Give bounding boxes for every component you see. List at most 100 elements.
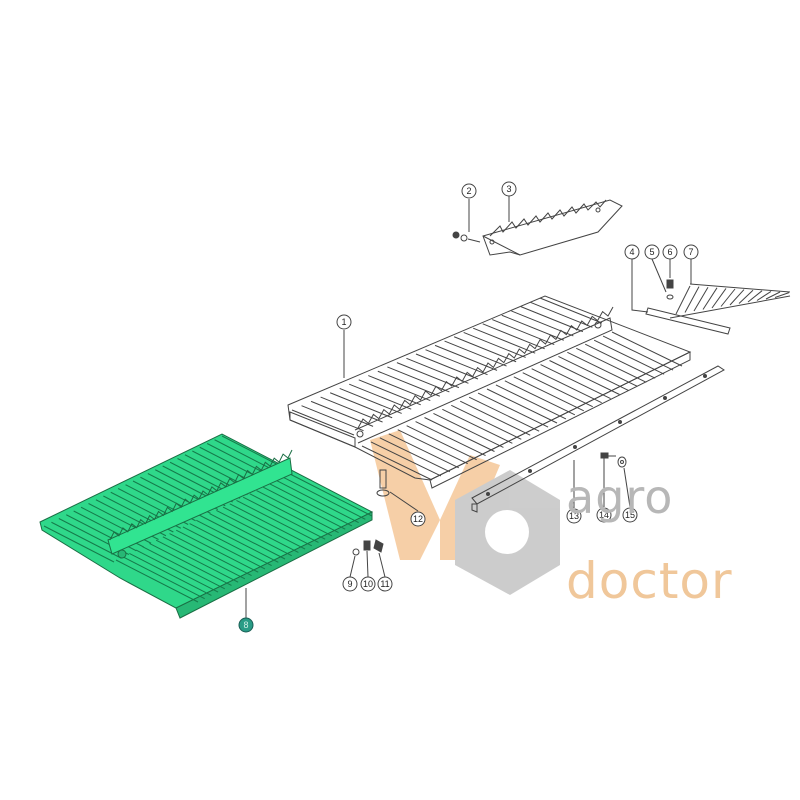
green-grate-slat (142, 546, 225, 590)
part-1-main-grate (287, 295, 692, 489)
part-14-15-screw-washer (600, 452, 627, 468)
callout-13-label: 13 (569, 511, 579, 521)
grate-slat (492, 319, 555, 346)
grate-slat (388, 433, 460, 469)
rack-finger (738, 289, 754, 304)
watermark-word-doctor: doctor (566, 552, 733, 610)
grate-slat (291, 409, 355, 436)
callout-15: 15 (622, 507, 638, 523)
grate-slat (520, 306, 584, 333)
callout-9-label: 9 (347, 579, 352, 589)
rack-finger (711, 288, 727, 309)
grate-slat (540, 364, 611, 400)
grate-slat (310, 400, 374, 427)
grate-slat (349, 383, 412, 410)
watermark-logo (370, 430, 560, 595)
part-3-toothed-plate (482, 199, 623, 256)
callout-7: 7 (683, 244, 699, 260)
grate-slat (387, 366, 450, 393)
grate-slat (463, 331, 526, 358)
rack-finger (702, 287, 718, 310)
green-grate-slat (169, 533, 252, 576)
green-grate-slat (182, 526, 266, 570)
grate-slat (453, 336, 517, 363)
grate-slat (567, 351, 638, 387)
callout-7-label: 7 (688, 247, 693, 257)
callout-2-label: 2 (466, 186, 471, 196)
grate-slat (442, 408, 513, 444)
green-grate-slat (202, 516, 286, 560)
green-grate-slat (249, 493, 333, 537)
grate-slat (424, 417, 495, 452)
rack-finger (720, 288, 736, 307)
green-grate-slat (122, 556, 205, 600)
grate-slat (329, 392, 393, 419)
grate-slat (379, 437, 451, 473)
part-2-bolt-washer (452, 231, 481, 243)
grate-slat (433, 412, 504, 448)
leader-lines (245, 196, 692, 622)
grate-slat (468, 396, 540, 432)
green-grate-slat (43, 525, 115, 563)
rack-finger (774, 292, 790, 298)
rack-finger (684, 286, 700, 313)
callout-6: 6 (662, 244, 678, 260)
rack-finger (756, 290, 772, 301)
green-grate-slat (196, 519, 279, 563)
callout-11-label: 11 (380, 579, 389, 589)
green-grate-slat (242, 496, 326, 540)
grate-slat (504, 380, 576, 416)
rack-finger (765, 291, 781, 300)
grate-slat (522, 372, 593, 408)
green-grate-slat (176, 529, 259, 573)
grate-slat (377, 370, 441, 397)
callout-10: 10 (360, 576, 376, 592)
green-grate-slat (115, 559, 199, 603)
callout-14-label: 14 (599, 510, 609, 520)
grate-slat (425, 349, 488, 376)
rack-finger (693, 286, 709, 312)
grate-slat (339, 387, 402, 414)
grate-slat (486, 388, 558, 424)
green-grate-slat (222, 506, 306, 550)
grate-slat (415, 421, 486, 457)
callout-10-label: 10 (363, 579, 373, 589)
callout-14: 14 (596, 507, 612, 523)
callout-3: 3 (501, 181, 517, 197)
part-7-finger-rack (645, 283, 791, 335)
grate-slat (415, 353, 479, 380)
grate-slat (511, 310, 574, 337)
part-5-6-bolt (666, 279, 674, 300)
grate-slat (495, 384, 567, 420)
part-8-highlighted-grate (39, 433, 374, 619)
grate-slat (530, 301, 593, 328)
green-grate-slat (269, 483, 353, 527)
green-grate-slat (216, 509, 299, 553)
callout-3-label: 3 (506, 184, 511, 194)
grate-slat (477, 392, 549, 428)
green-grate-slat (162, 536, 246, 580)
green-grate-slat (263, 486, 346, 530)
grate-slat (549, 360, 620, 395)
green-grate-slat (276, 480, 359, 524)
grate-slat (459, 400, 531, 436)
callout-8-label: 8 (243, 620, 248, 630)
callout-8: 8 (238, 617, 254, 633)
callout-11: 11 (377, 576, 393, 592)
grate-slat (301, 405, 364, 432)
logo-orange-v (370, 430, 440, 560)
grate-slat (361, 445, 433, 481)
callout-12: 12 (410, 511, 426, 527)
grate-slat (397, 429, 468, 465)
callout-9: 9 (342, 576, 358, 592)
green-grate-slat (229, 503, 312, 547)
grate-slat (451, 404, 522, 440)
green-grate-slat (289, 473, 373, 517)
watermark-word-agro: agro (566, 470, 674, 524)
grate-slat (602, 335, 674, 371)
grate-slat (611, 331, 683, 367)
callout-1: 1 (336, 314, 352, 330)
callout-4: 4 (624, 244, 640, 260)
green-grate-slat (209, 513, 292, 557)
